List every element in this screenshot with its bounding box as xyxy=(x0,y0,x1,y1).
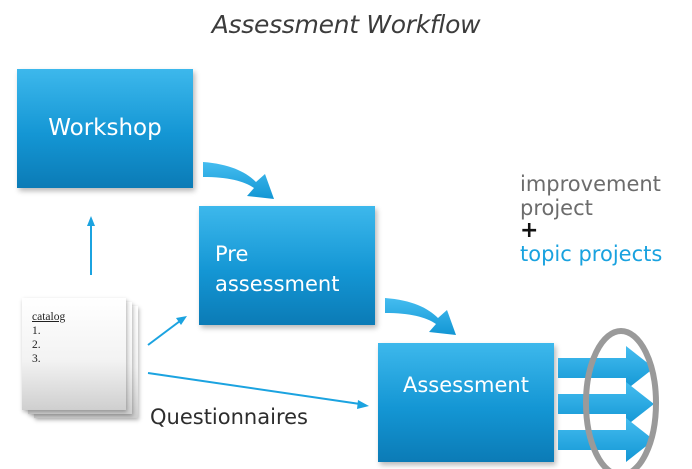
catalog-heading: catalog xyxy=(32,311,66,323)
output-arrow-3 xyxy=(558,418,654,462)
output-arrow-1 xyxy=(558,346,654,390)
pre-assessment-label-line1: Pre xyxy=(215,242,249,266)
catalog-item-3: 3. xyxy=(32,353,41,365)
workshop-label: Workshop xyxy=(48,115,162,141)
arrow-catalog-to-pre-assessment xyxy=(147,316,187,346)
arrow-catalog-to-workshop xyxy=(87,216,95,275)
side-note: improvement project + topic projects xyxy=(520,172,662,266)
pre-assessment-label-line2: assessment xyxy=(215,272,340,296)
curved-arrow-workshop-to-pre xyxy=(203,162,274,199)
curved-arrow-pre-to-assessment xyxy=(385,298,456,335)
side-note-topic-projects: topic projects xyxy=(520,242,663,266)
catalog-item-2: 2. xyxy=(32,339,41,351)
side-note-improvement: improvement xyxy=(520,172,661,196)
pre-assessment-box: Pre assessment xyxy=(199,206,375,325)
assessment-label: Assessment xyxy=(403,373,529,397)
catalog-item-1: 1. xyxy=(32,325,41,337)
catalog-list: catalog 1. 2. 3. xyxy=(32,310,65,366)
output-arrow-2 xyxy=(558,382,654,426)
side-note-project: project xyxy=(520,196,593,220)
diagram-title: Assessment Workflow xyxy=(211,10,481,39)
assessment-box: Assessment xyxy=(378,343,554,462)
catalog-document: catalog 1. 2. 3. xyxy=(22,298,126,410)
arrow-catalog-to-assessment xyxy=(147,372,369,409)
side-note-plus: + xyxy=(520,218,539,243)
workshop-box: Workshop xyxy=(17,69,193,188)
output-circle xyxy=(583,328,659,469)
questionnaires-label: Questionnaires xyxy=(150,405,308,429)
